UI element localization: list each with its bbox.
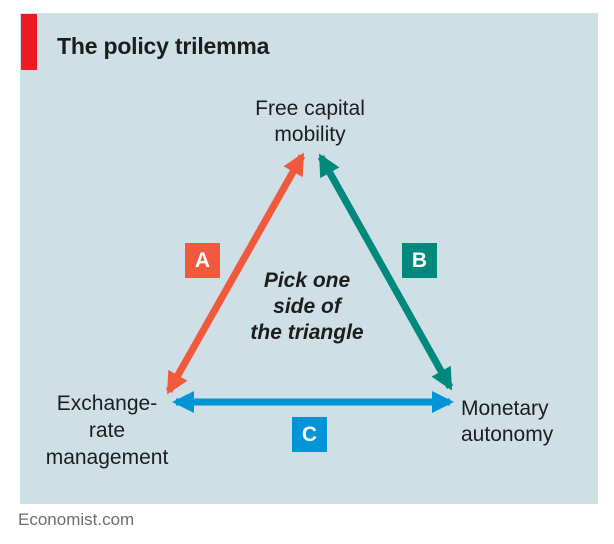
source-link[interactable]: Economist.com	[18, 510, 135, 529]
edge-label-b: B	[402, 243, 437, 278]
vertex-free-capital-mobility: Free capital mobility	[255, 97, 365, 146]
vertex-exchange-rate-management: Exchange- rate management	[45, 392, 169, 469]
accent-bar	[21, 14, 37, 70]
vertex-monetary-autonomy: Monetary autonomy	[461, 397, 554, 446]
edge-label-c: C	[292, 417, 327, 452]
chart-title: The policy trilemma	[57, 33, 270, 59]
center-note: Pick one side of the triangle	[250, 269, 364, 344]
edge-label-a: A	[185, 243, 220, 278]
